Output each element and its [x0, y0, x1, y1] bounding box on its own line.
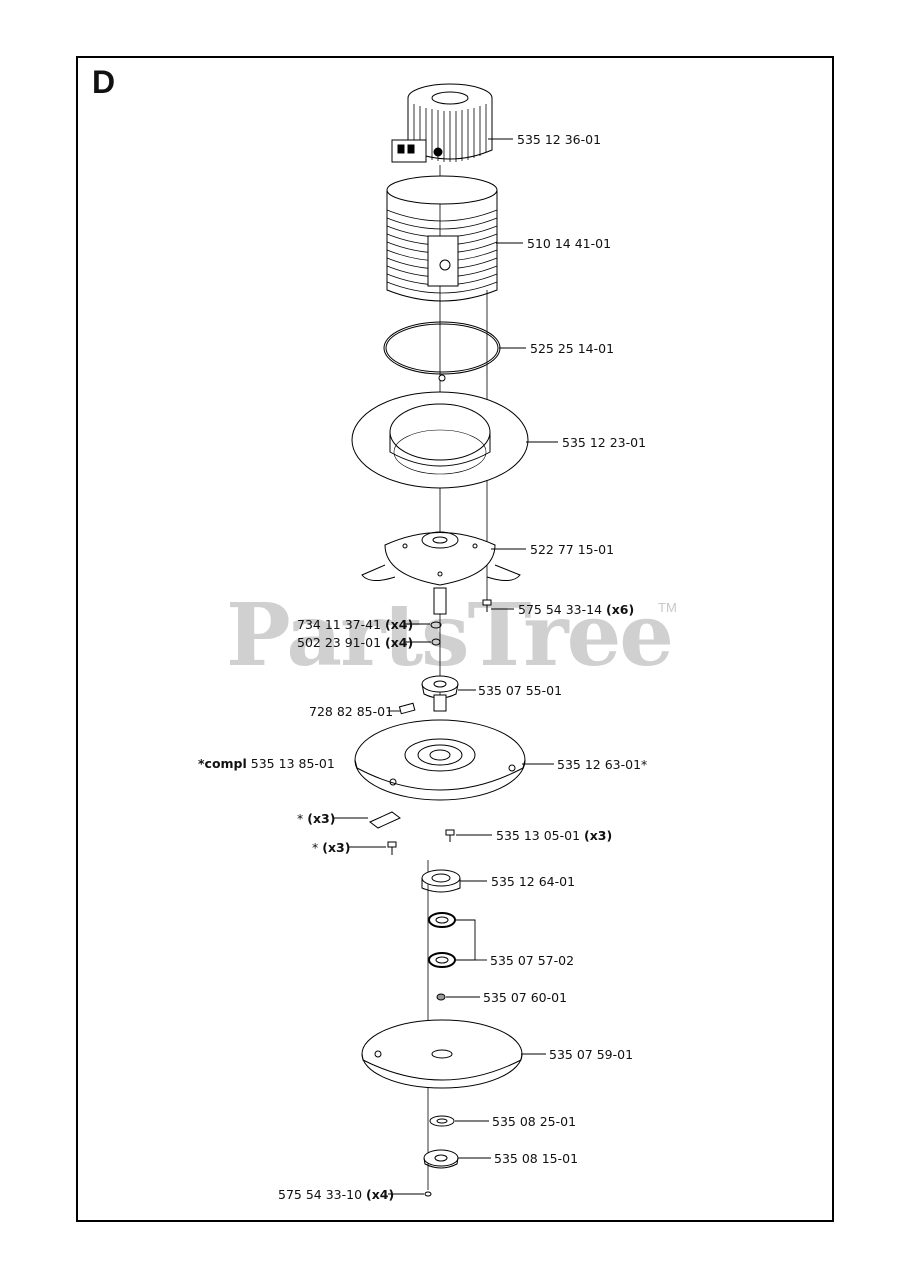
- blade-screw: [387, 841, 397, 855]
- blade-note: * (x3): [297, 811, 336, 826]
- part-label-535-12-36-01: 535 12 36-01: [517, 132, 602, 147]
- part-label-728-82-85-01: 728 82 85-01: [309, 704, 394, 719]
- mounting-plate: [361, 531, 521, 615]
- washer-734: [430, 621, 442, 629]
- part-label-535-12-64-01: 535 12 64-01: [491, 874, 576, 889]
- bearing-lower: [428, 952, 456, 968]
- part-label-734-11-37-41: 734 11 37-41 (x4): [297, 617, 414, 632]
- part-label-535-13-05-01: 535 13 05-01 (x3): [496, 828, 613, 843]
- flange-ring: [351, 391, 529, 489]
- part-label-535-07-60-01: 535 07 60-01: [483, 990, 568, 1005]
- bearing-upper: [428, 912, 456, 928]
- knife-blade: [369, 811, 401, 829]
- hub-535-07-55-01: [421, 675, 459, 712]
- screw-535-13-05: [445, 829, 455, 842]
- spacer-535-07-60: [436, 993, 446, 1001]
- cap-535-08-15: [423, 1149, 459, 1169]
- part-label-535-07-55-01: 535 07 55-01: [478, 683, 563, 698]
- part-label-525-25-14-01: 525 25 14-01: [530, 341, 615, 356]
- motor: [391, 83, 493, 163]
- leader-lines: [334, 138, 558, 1195]
- watermark-trademark: TM: [658, 600, 677, 615]
- diagram-frame: [76, 56, 834, 1222]
- part-label-575-54-33-10: 575 54 33-10 (x4): [278, 1187, 395, 1202]
- bolt-728: [398, 702, 416, 715]
- o-ring: [383, 321, 501, 382]
- section-letter: D: [92, 64, 116, 100]
- washer-535-08-25: [429, 1115, 455, 1127]
- compl-note: *compl 535 13 85-01: [198, 756, 335, 771]
- blade-screw-note: * (x3): [312, 840, 351, 855]
- part-label-535-07-59-01: 535 07 59-01: [549, 1047, 634, 1062]
- cover-disc: [361, 1019, 523, 1089]
- nut-502: [431, 638, 441, 646]
- watermark: PartsTree: [226, 585, 674, 686]
- screw-575-54-33-14: [482, 599, 492, 612]
- part-label-510-14-41-01: 510 14 41-01: [527, 236, 612, 251]
- part-label-522-77-15-01: 522 77 15-01: [530, 542, 615, 557]
- part-label-502-23-91-01: 502 23 91-01 (x4): [297, 635, 414, 650]
- part-label-575-54-33-14: 575 54 33-14 (x6): [518, 602, 635, 617]
- part-label-535-08-15-01: 535 08 15-01: [494, 1151, 579, 1166]
- part-label-535-07-57-02: 535 07 57-02: [490, 953, 575, 968]
- part-label-535-12-63-01: 535 12 63-01*: [557, 757, 648, 772]
- blade-disc: [354, 719, 526, 801]
- part-label-535-08-25-01: 535 08 25-01: [492, 1114, 577, 1129]
- cylinder-housing: [386, 175, 498, 302]
- screw-575-54-33-10: [424, 1191, 432, 1197]
- part-label-535-12-23-01: 535 12 23-01: [562, 435, 647, 450]
- bearing-housing: [421, 869, 461, 893]
